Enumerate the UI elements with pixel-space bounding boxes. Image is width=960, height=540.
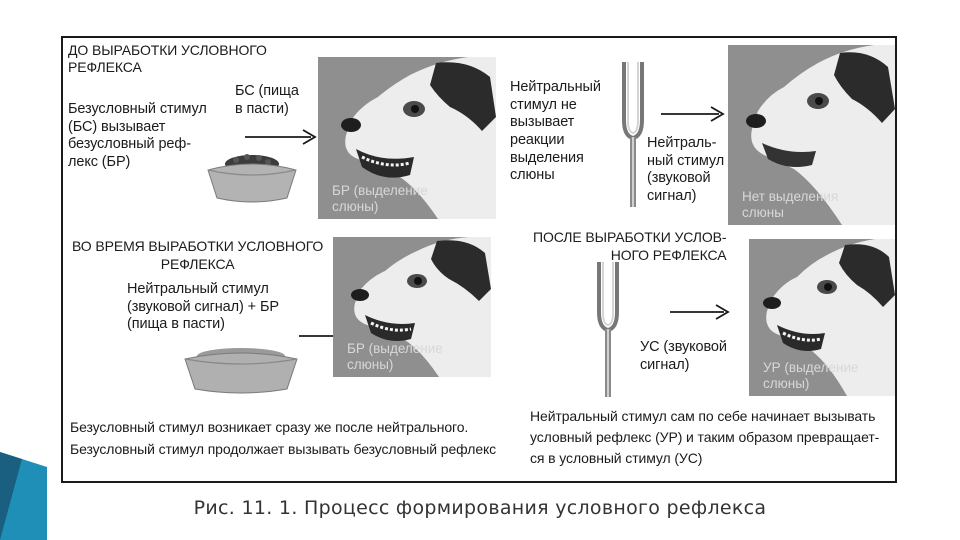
tuning-fork-icon [622,62,644,207]
q4-dog-panel: УР (выделение слюны) [749,239,895,396]
figure-caption: Рис. 11. 1. Процесс формирования условно… [193,497,767,519]
q1-header: ДО ВЫРАБОТКИ УСЛОВНОГО РЕФЛЕКСА [68,42,267,76]
q2-description: Нейтральный стимул не вызывает реакции в… [510,79,601,184]
dog-head-icon [763,239,895,396]
q2-stimulus-label: Нейтраль- ный стимул (звуковой сигнал) [647,135,725,205]
right-arrow-icon [670,304,730,320]
q4-stimulus-label: УС (звуковой сигнал) [640,339,727,373]
tuning-fork-icon [597,262,619,397]
q4-panel-label: УР (выделение слюны) [763,360,859,392]
figure-frame: ДО ВЫРАБОТКИ УСЛОВНОГО РЕФЛЕКСА БС (пища… [61,36,897,483]
q1-dog-panel: БР (выделение слюны) [318,57,496,219]
dog-head-icon [341,57,496,219]
q3-description: Нейтральный стимул (звуковой сигнал) + Б… [127,281,279,333]
food-bowl-icon [184,348,298,394]
q4-header: ПОСЛЕ ВЫРАБОТКИ УСЛОВ- НОГО РЕФЛЕКСА [533,229,727,264]
dog-head-icon [746,45,895,225]
dog-head-icon [351,237,491,377]
right-arrow-icon [245,129,317,145]
right-arrow-icon [661,106,725,122]
q3-dog-panel: БР (выделение слюны) [333,237,491,377]
q2-dog-panel: Нет выделения слюны [728,45,895,225]
q1-stimulus-label: БС (пища в пасти) [235,83,299,117]
q3-header: ВО ВРЕМЯ ВЫРАБОТКИ УСЛОВНОГО РЕФЛЕКСА [72,238,324,273]
q4-footer: Нейтральный стимул сам по себе начинает … [530,408,880,466]
q1-description: Безусловный стимул (БС) вызывает безусло… [68,101,207,171]
q1-panel-label: БР (выделение слюны) [332,183,428,215]
food-bowl-icon [207,154,297,203]
q3-panel-label: БР (выделение слюны) [347,341,443,373]
q3-footer: Безусловный стимул возникает сразу же по… [70,419,497,457]
q2-panel-label: Нет выделения слюны [742,189,839,221]
